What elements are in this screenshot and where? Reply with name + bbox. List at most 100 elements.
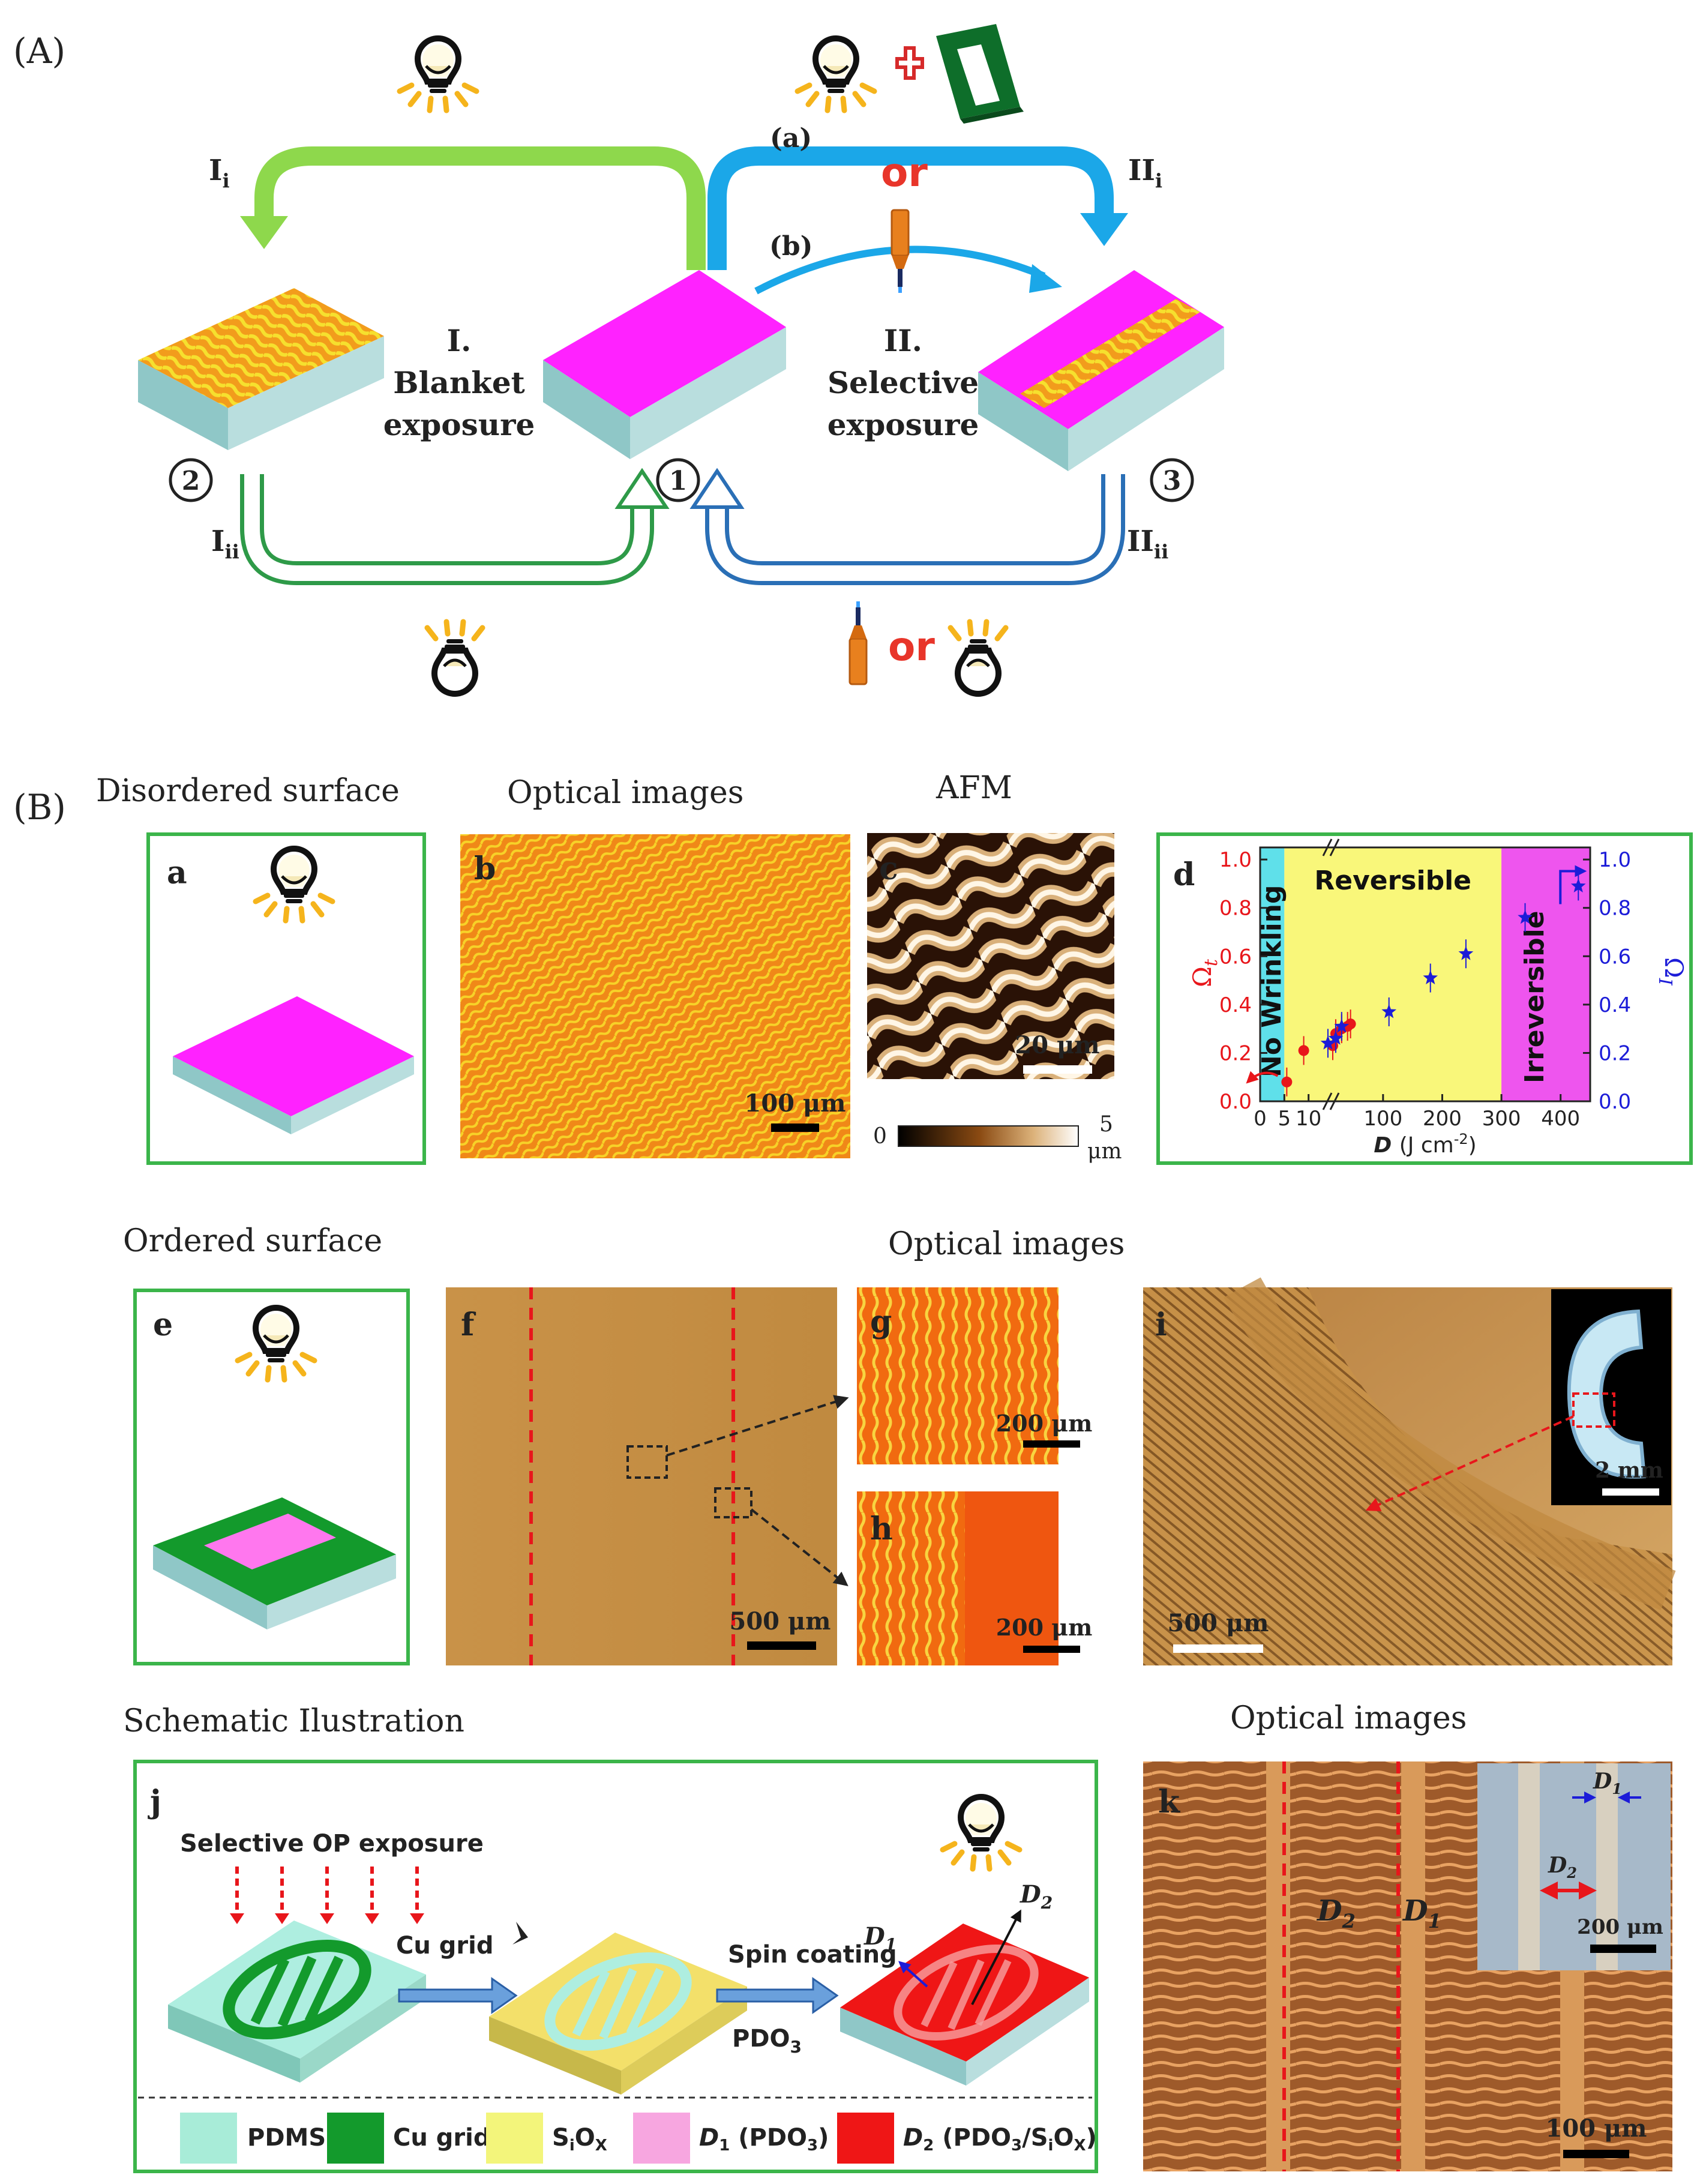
- y-tick-label-right: 0.2: [1599, 1041, 1631, 1065]
- header-disordered: Disordered surface: [96, 773, 400, 809]
- label-d2: D2: [1316, 1894, 1356, 1933]
- region-label: Irreversible: [1519, 910, 1550, 1083]
- axis-pointer-arrow: [1559, 865, 1587, 904]
- region-band: [1284, 847, 1502, 1101]
- legend-swatch-pdms: [180, 2113, 237, 2164]
- y-tick-label-right: 0.8: [1599, 897, 1631, 921]
- y-tick-label-left: 1.0: [1219, 848, 1252, 872]
- label-d1: D1: [1402, 1894, 1441, 1933]
- colorbar: [898, 1125, 1079, 1147]
- scalebar-label-g: 200 μm: [996, 1410, 1093, 1437]
- plus-icon: [895, 46, 924, 80]
- panel-letter-g: g: [870, 1304, 892, 1340]
- scale-bar: [1590, 1945, 1656, 1953]
- light-bulb-icon: [238, 1308, 314, 1380]
- scale-bar: [747, 1641, 816, 1650]
- x-axis-title: D (J cm-2): [1374, 1131, 1476, 1158]
- x-tick-label: 200: [1423, 1107, 1462, 1131]
- arrow-IIi: [707, 146, 1114, 270]
- sample-slab-wrinkled: [138, 288, 384, 450]
- legend-label-d1: D1 (PDO3): [699, 2124, 829, 2155]
- scale-bar: [1173, 1644, 1263, 1653]
- scalebar-label-h: 200 μm: [996, 1614, 1093, 1641]
- or-label: or: [881, 149, 928, 196]
- x-tick-label: 5: [1278, 1107, 1291, 1131]
- state-3-marker: [1150, 458, 1194, 502]
- label-d2: D2: [1020, 1880, 1053, 1913]
- panel-letter-k: k: [1158, 1784, 1180, 1820]
- optical-image-h-stripes: [857, 1491, 965, 1665]
- y-tick-label-right: 0.6: [1599, 945, 1631, 969]
- panel-letter-i: i: [1155, 1307, 1167, 1343]
- header-schematic: Schematic Ilustration: [123, 1703, 464, 1739]
- zoom-arrow: [750, 1508, 848, 1586]
- blanket-title: Blanket: [393, 365, 525, 400]
- inset-specimen: [1567, 1309, 1647, 1479]
- axis-break: [1329, 838, 1340, 856]
- zoom-box: [626, 1445, 668, 1479]
- zoom-arrow: [666, 1395, 849, 1457]
- panel-j-frame: [133, 1760, 1098, 2173]
- x-tick-label: 300: [1482, 1107, 1521, 1131]
- axis-pointer-arrow: [1246, 1071, 1279, 1084]
- sample-slab-pristine: [543, 270, 786, 459]
- legend: PDMS Cu grid SiOX D1 (PDO3) D2 (PDO3/SiO…: [180, 2113, 1097, 2164]
- panel-letter-h: h: [870, 1511, 893, 1547]
- light-pen-icon: [848, 600, 868, 685]
- data-point: [1345, 1018, 1356, 1030]
- data-point: [1281, 1076, 1293, 1087]
- siox-slab: [489, 1933, 747, 2095]
- y-tick-label-left: 0.8: [1219, 897, 1252, 921]
- zoom-arrow: [1365, 1415, 1574, 1512]
- data-point: [1570, 878, 1586, 892]
- inset-label-d1: D1: [1593, 1769, 1622, 1797]
- state-1-marker: [656, 458, 700, 502]
- arrow-Ii-label: Ii: [209, 154, 230, 192]
- header-optical: Optical images: [888, 1226, 1125, 1262]
- x-tick-label: 10: [1296, 1107, 1321, 1131]
- scale-bar: [1023, 1646, 1080, 1653]
- data-point: [1381, 1003, 1397, 1018]
- panel-letter-f: f: [461, 1307, 476, 1343]
- photomask-icon: [936, 24, 1024, 124]
- legend-label-siox: SiOX: [552, 2124, 607, 2155]
- coated-slab: [840, 1924, 1089, 2086]
- panel-letter-c: c: [879, 850, 898, 887]
- section-label-b: (B): [13, 787, 66, 828]
- optical-image-i-band: [1224, 1277, 1676, 1610]
- light-pen-icon: [891, 209, 910, 294]
- state-2-label: 2: [182, 466, 200, 496]
- header-ordered: Ordered surface: [123, 1223, 382, 1259]
- selective-title: II.: [884, 323, 922, 358]
- colorbar-unit: μm: [1087, 1139, 1122, 1164]
- data-point: [1298, 1045, 1309, 1056]
- legend-swatch-d1: [633, 2113, 690, 2164]
- or-label: or: [888, 624, 935, 670]
- region-label: No Wrinkling: [1257, 885, 1287, 1077]
- light-bulb-icon: [427, 622, 482, 694]
- optical-image-g: [857, 1287, 1059, 1464]
- x-tick-label: 0: [1254, 1107, 1267, 1131]
- panel-letter-d: d: [1173, 856, 1195, 893]
- blanket-title: exposure: [383, 407, 535, 442]
- legend-label-d2: D2 (PDO3/SiOX): [903, 2124, 1097, 2155]
- lift-arrow-icon: [512, 1922, 528, 1945]
- arrow-Ii: [254, 146, 706, 270]
- data-point: [1458, 946, 1474, 960]
- inset-stripe: [1518, 1763, 1540, 1970]
- pdms-slab-with-grid: [168, 1921, 426, 2083]
- scale-bar: [1563, 2150, 1629, 2158]
- afm-image-c: [867, 833, 1114, 1079]
- data-point: [1518, 909, 1533, 924]
- panel-letter-e: e: [153, 1307, 173, 1343]
- arrow-IIi-label: IIi: [1128, 154, 1162, 192]
- arrow-head: [1080, 213, 1128, 246]
- label-d1: D1: [864, 1922, 897, 1955]
- state-1-label: 1: [669, 466, 688, 496]
- panel-letter-a: a: [167, 855, 187, 891]
- scale-bar: [1023, 1440, 1080, 1448]
- data-point: [1328, 1030, 1344, 1045]
- legend-swatch-siox: [486, 2113, 543, 2164]
- selective-title: exposure: [827, 407, 979, 442]
- legend-swatch-d2: [837, 2113, 894, 2164]
